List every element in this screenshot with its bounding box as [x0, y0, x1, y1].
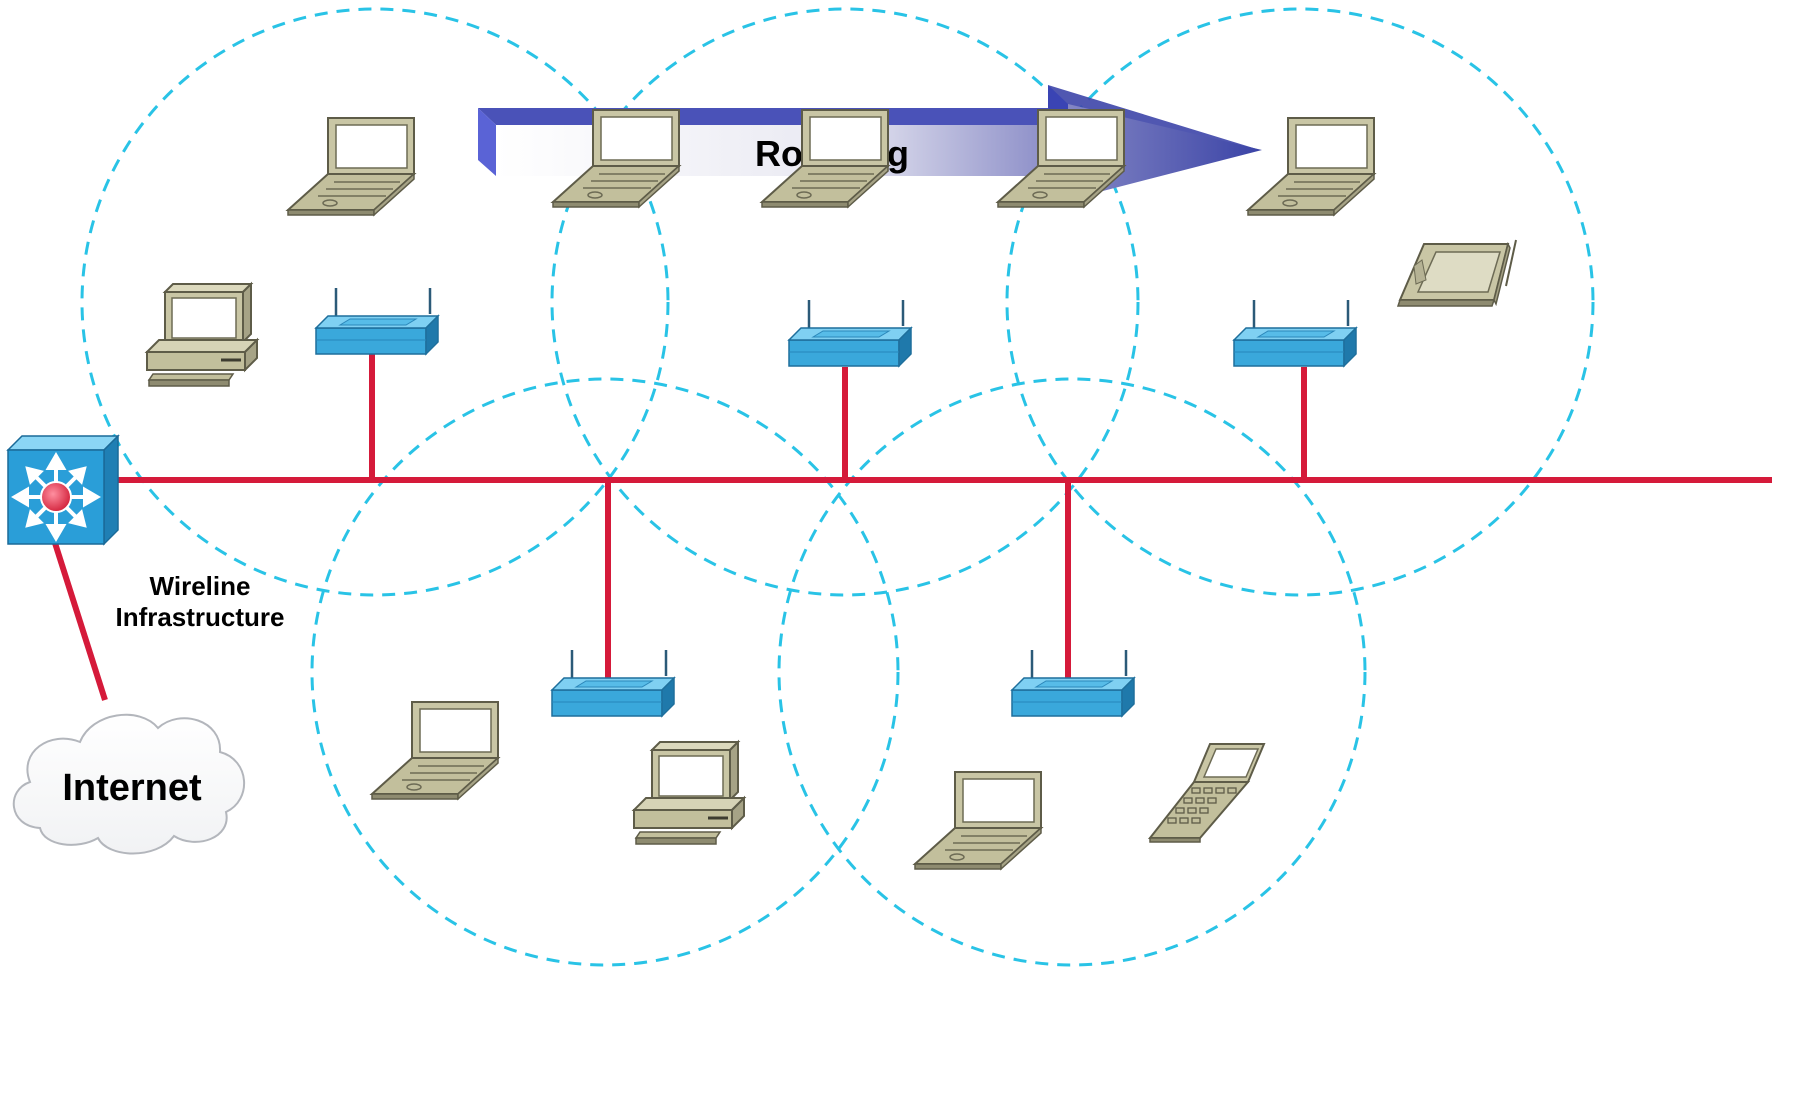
wireline-label-line2: Infrastructure — [115, 602, 284, 632]
coverage-cell-1 — [80, 7, 670, 597]
wired-backbone — [52, 352, 1772, 701]
wireline-label-line1: Wireline — [150, 571, 251, 601]
coverage-cell-3 — [1005, 7, 1595, 597]
internet-uplink — [52, 542, 108, 701]
internet-label: Internet — [62, 767, 202, 809]
desktop-pc-icon[interactable] — [145, 282, 259, 388]
coverage-cell-2 — [550, 7, 1140, 597]
access-point-icon[interactable] — [1010, 648, 1136, 718]
multilayer-switch-icon[interactable] — [6, 434, 120, 546]
pda-tablet-icon[interactable] — [1397, 239, 1517, 307]
cellular-phone-icon[interactable] — [1149, 743, 1265, 843]
access-point-icon[interactable] — [314, 286, 440, 356]
laptop-icon[interactable] — [287, 117, 415, 216]
coverage-cell-4 — [310, 377, 900, 967]
access-point-icon[interactable] — [1232, 298, 1358, 368]
laptop-icon[interactable] — [371, 701, 499, 800]
coverage-cell-5 — [777, 377, 1367, 967]
laptop-icon[interactable] — [1247, 117, 1375, 216]
desktop-pc-icon[interactable] — [632, 740, 746, 846]
internet-cloud-icon: Internet — [12, 713, 245, 855]
coverage-areas — [80, 7, 1595, 967]
laptop-icon[interactable] — [914, 771, 1042, 870]
client-devices — [145, 109, 1517, 870]
access-points — [314, 286, 1358, 718]
access-point-icon[interactable] — [787, 298, 913, 368]
access-point-icon[interactable] — [550, 648, 676, 718]
